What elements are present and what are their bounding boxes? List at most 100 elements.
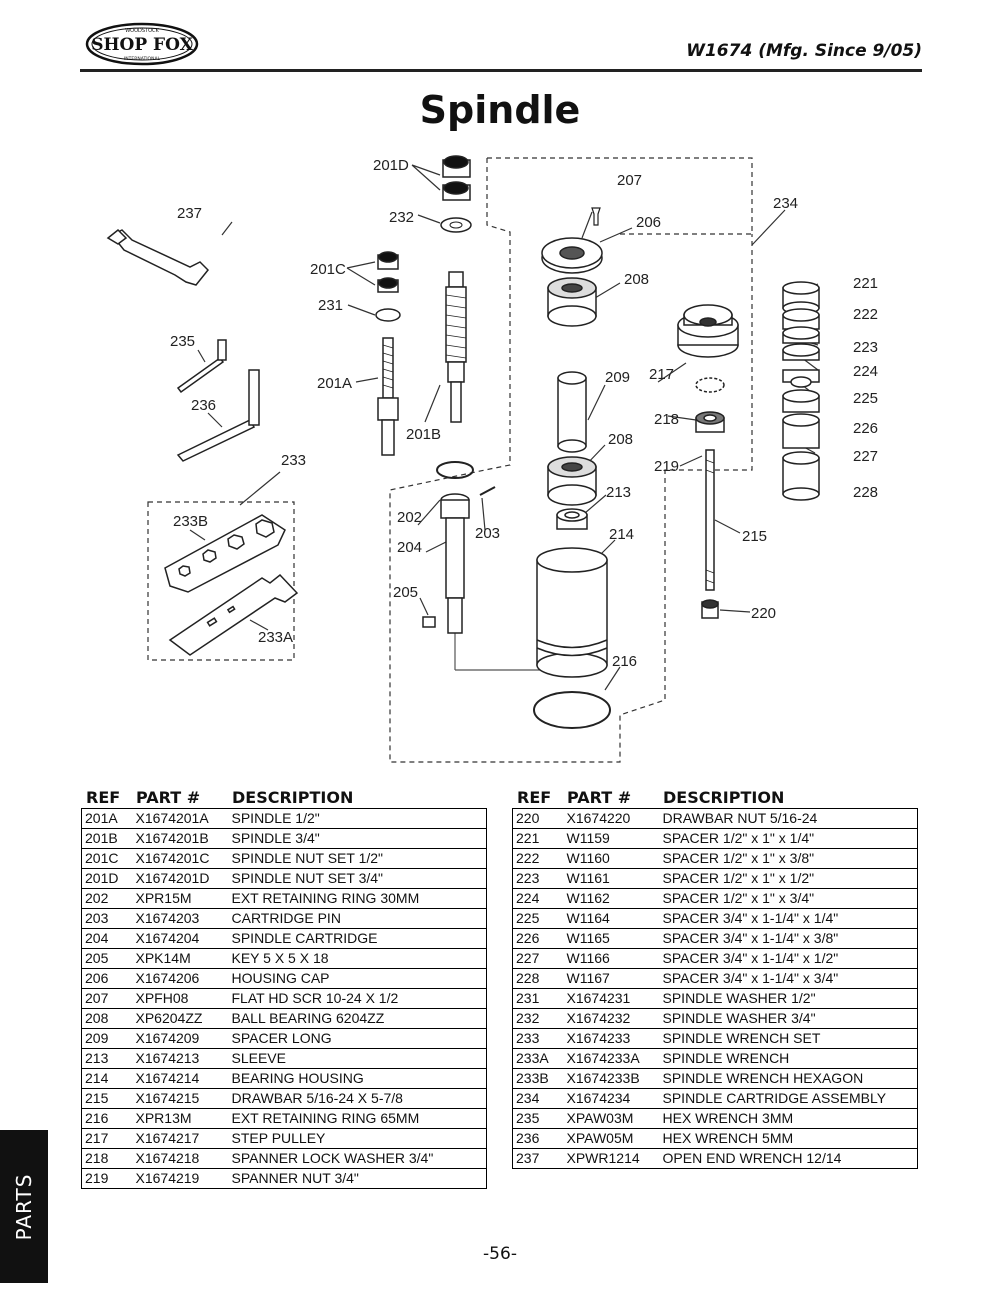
callout-224: 224 bbox=[853, 363, 878, 380]
cell-desc: FLAT HD SCR 10-24 X 1/2 bbox=[228, 988, 487, 1009]
spanner-lock-washer-icon bbox=[695, 377, 725, 393]
cell-desc: OPEN END WRENCH 12/14 bbox=[659, 1148, 918, 1169]
callout-201C: 201C bbox=[310, 261, 346, 278]
cell-part: X1674232 bbox=[563, 1008, 660, 1029]
callout-236: 236 bbox=[191, 397, 216, 414]
cell-desc: HEX WRENCH 3MM bbox=[659, 1108, 918, 1129]
drawbar-nut-icon bbox=[701, 599, 719, 619]
callout-219: 219 bbox=[654, 458, 679, 475]
cell-ref: 215 bbox=[81, 1088, 133, 1109]
model-number: W1674 (Mfg. Since 9/05) bbox=[686, 41, 922, 61]
callout-217: 217 bbox=[649, 366, 674, 383]
header-rule bbox=[80, 69, 922, 72]
cell-part: X1674201B bbox=[132, 828, 229, 849]
cell-desc: SPANNER NUT 3/4" bbox=[228, 1168, 487, 1189]
cell-part: X1674233 bbox=[563, 1028, 660, 1049]
cell-part: X1674201C bbox=[132, 848, 229, 869]
spanner-nut-icon bbox=[695, 411, 725, 433]
cell-ref: 213 bbox=[81, 1048, 133, 1069]
cell-ref: 223 bbox=[512, 868, 564, 889]
cell-ref: 204 bbox=[81, 928, 133, 949]
parts-side-tab[interactable]: PARTS bbox=[0, 1130, 48, 1283]
spacer-stack-icon bbox=[782, 281, 820, 501]
cell-part: X1674233B bbox=[563, 1068, 660, 1089]
header-ref: REF bbox=[86, 787, 121, 807]
wrench-set-outline bbox=[147, 501, 295, 661]
spindle-1-2-icon bbox=[377, 337, 399, 456]
page-title: Spindle bbox=[419, 88, 581, 132]
page-number: -56- bbox=[483, 1244, 517, 1264]
side-tab-label: PARTS bbox=[12, 1173, 36, 1240]
header-part: PART # bbox=[567, 787, 632, 807]
cell-ref: 233 bbox=[512, 1028, 564, 1049]
cell-ref: 219 bbox=[81, 1168, 133, 1189]
callout-218: 218 bbox=[654, 411, 679, 428]
cell-part: XPWR1214 bbox=[563, 1148, 660, 1169]
cell-desc: SPINDLE 1/2" bbox=[228, 808, 487, 829]
cell-desc: SPACER 3/4" x 1-1/4" x 3/8" bbox=[659, 928, 918, 949]
cell-ref: 220 bbox=[512, 808, 564, 829]
cell-desc: SPACER 1/2" x 1" x 1/4" bbox=[659, 828, 918, 849]
callout-220: 220 bbox=[751, 605, 776, 622]
cell-desc: SPINDLE CARTRIDGE ASSEMBLY bbox=[659, 1088, 918, 1109]
cell-ref: 221 bbox=[512, 828, 564, 849]
ball-bearing-bottom-icon bbox=[547, 456, 597, 506]
cell-part: X1674203 bbox=[132, 908, 229, 929]
cell-part: X1674220 bbox=[563, 808, 660, 829]
cell-part: X1674206 bbox=[132, 968, 229, 989]
ball-bearing-top-icon bbox=[547, 277, 597, 327]
callout-216: 216 bbox=[612, 653, 637, 670]
cell-ref: 203 bbox=[81, 908, 133, 929]
cell-part: W1162 bbox=[563, 888, 660, 909]
cell-part: W1165 bbox=[563, 928, 660, 949]
callout-201D: 201D bbox=[373, 157, 409, 174]
callout-227: 227 bbox=[853, 448, 878, 465]
spindle-wrench-icon bbox=[168, 573, 299, 656]
callout-214: 214 bbox=[609, 526, 634, 543]
cell-part: X1674218 bbox=[132, 1148, 229, 1169]
cell-ref: 201B bbox=[81, 828, 133, 849]
cell-part: X1674215 bbox=[132, 1088, 229, 1109]
spindle-nut-1-2-icon bbox=[377, 251, 399, 293]
cartridge-pin-icon bbox=[479, 486, 496, 496]
table-header: REF PART # DESCRIPTION bbox=[512, 786, 918, 808]
cell-desc: SPACER 3/4" x 1-1/4" x 1/4" bbox=[659, 908, 918, 929]
cell-desc: SPINDLE WRENCH HEXAGON bbox=[659, 1068, 918, 1089]
cell-desc: EXT RETAINING RING 65MM bbox=[228, 1108, 487, 1129]
header-description: DESCRIPTION bbox=[232, 787, 354, 807]
cell-part: X1674209 bbox=[132, 1028, 229, 1049]
callout-205: 205 bbox=[393, 584, 418, 601]
cell-ref: 214 bbox=[81, 1068, 133, 1089]
callout-209: 209 bbox=[605, 369, 630, 386]
cell-desc: CARTRIDGE PIN bbox=[228, 908, 487, 929]
cell-desc: KEY 5 X 5 X 18 bbox=[228, 948, 487, 969]
cell-desc: SPANNER LOCK WASHER 3/4" bbox=[228, 1148, 487, 1169]
cell-desc: SPACER 3/4" x 1-1/4" x 1/2" bbox=[659, 948, 918, 969]
cell-part: X1674217 bbox=[132, 1128, 229, 1149]
callout-234: 234 bbox=[773, 195, 798, 212]
cell-desc: STEP PULLEY bbox=[228, 1128, 487, 1149]
cell-desc: SPACER 1/2" x 1" x 3/8" bbox=[659, 848, 918, 869]
cell-ref: 231 bbox=[512, 988, 564, 1009]
hex-wrench-3mm-icon bbox=[176, 339, 227, 394]
cell-desc: SPINDLE NUT SET 3/4" bbox=[228, 868, 487, 889]
cell-part: W1159 bbox=[563, 828, 660, 849]
cell-part: W1164 bbox=[563, 908, 660, 929]
cell-part: XPK14M bbox=[132, 948, 229, 969]
callout-223: 223 bbox=[853, 339, 878, 356]
